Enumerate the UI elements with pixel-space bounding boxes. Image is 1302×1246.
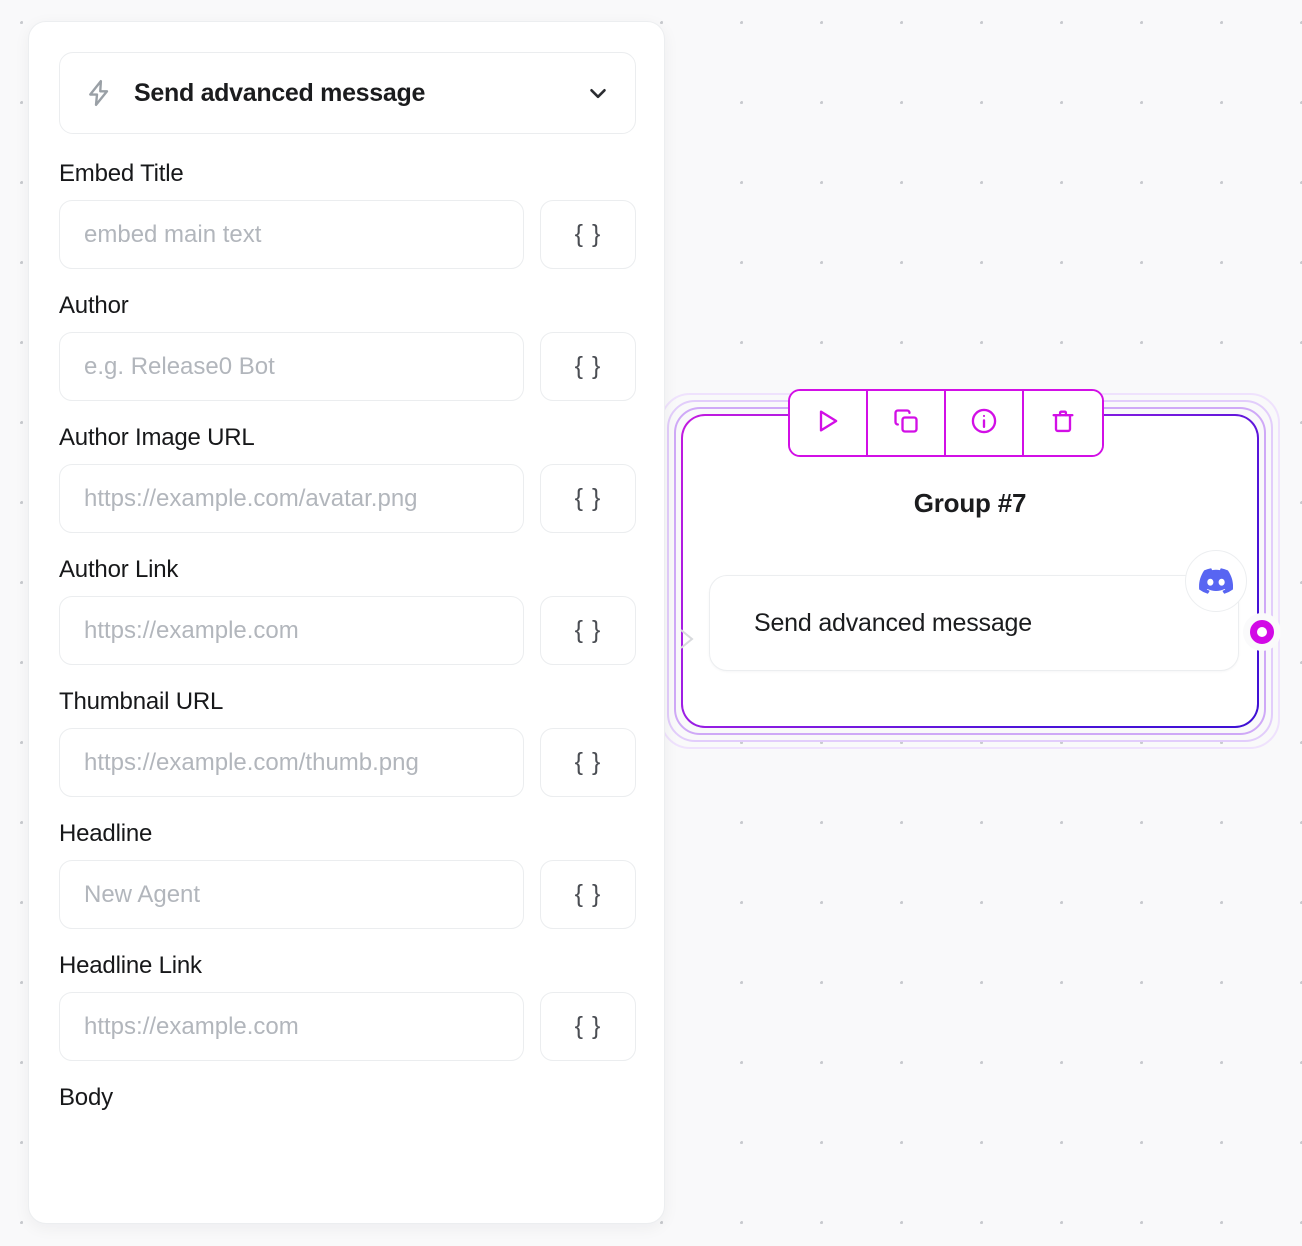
node-settings-panel[interactable]: Send advanced message Embed Title { } Au… [28, 21, 665, 1224]
discord-icon [1185, 550, 1247, 612]
node-step-card[interactable]: Send advanced message [709, 575, 1239, 671]
action-type-label: Send advanced message [134, 78, 426, 107]
node-toolbar[interactable] [788, 389, 1104, 457]
field-row: { } [59, 860, 636, 929]
field-label: Author [59, 292, 129, 319]
field-row: { } [59, 728, 636, 797]
author-image-url-input[interactable] [59, 464, 524, 533]
variable-picker-button[interactable]: { } [540, 992, 636, 1061]
delete-button[interactable] [1024, 391, 1102, 455]
copy-icon [892, 407, 920, 440]
field-author: Author { } [59, 292, 636, 401]
field-label: Thumbnail URL [59, 688, 224, 715]
node-step-label: Send advanced message [754, 608, 1032, 637]
variable-picker-button[interactable]: { } [540, 464, 636, 533]
group-node[interactable]: Group #7 Send advanced message [660, 393, 1280, 749]
duplicate-button[interactable] [868, 391, 946, 455]
author-input[interactable] [59, 332, 524, 401]
variable-picker-button[interactable]: { } [540, 860, 636, 929]
field-label: Author Link [59, 556, 179, 583]
field-label: Body [59, 1084, 113, 1111]
field-row: { } [59, 200, 636, 269]
field-row: { } [59, 464, 636, 533]
author-link-input[interactable] [59, 596, 524, 665]
node-input-handle[interactable] [679, 628, 695, 650]
field-headline-link: Headline Link { } [59, 952, 636, 1061]
field-row: { } [59, 992, 636, 1061]
variable-picker-button[interactable]: { } [540, 200, 636, 269]
embed-title-input[interactable] [59, 200, 524, 269]
chevron-down-icon[interactable] [585, 80, 611, 106]
headline-input[interactable] [59, 860, 524, 929]
headline-link-input[interactable] [59, 992, 524, 1061]
play-icon [814, 407, 842, 440]
field-thumbnail-url: Thumbnail URL { } [59, 688, 636, 797]
field-embed-title: Embed Title { } [59, 160, 636, 269]
field-row: { } [59, 596, 636, 665]
trash-icon [1049, 407, 1077, 440]
field-author-image-url: Author Image URL { } [59, 424, 636, 533]
group-node-body[interactable]: Group #7 Send advanced message [679, 414, 1274, 728]
field-label: Author Image URL [59, 424, 255, 451]
field-author-link: Author Link { } [59, 556, 636, 665]
node-output-handle[interactable] [1250, 620, 1274, 644]
variable-picker-button[interactable]: { } [540, 332, 636, 401]
thumbnail-url-input[interactable] [59, 728, 524, 797]
info-button[interactable] [946, 391, 1024, 455]
field-label: Headline [59, 820, 153, 847]
variable-picker-button[interactable]: { } [540, 728, 636, 797]
run-button[interactable] [790, 391, 868, 455]
field-body: Body [59, 1084, 636, 1112]
field-headline: Headline { } [59, 820, 636, 929]
variable-picker-button[interactable]: { } [540, 596, 636, 665]
lightning-bolt-icon [84, 78, 114, 108]
field-row: { } [59, 332, 636, 401]
field-label: Embed Title [59, 160, 184, 187]
info-circle-icon [970, 407, 998, 440]
group-node-title: Group #7 [913, 488, 1027, 518]
action-type-select[interactable]: Send advanced message [59, 52, 636, 134]
field-label: Headline Link [59, 952, 202, 979]
